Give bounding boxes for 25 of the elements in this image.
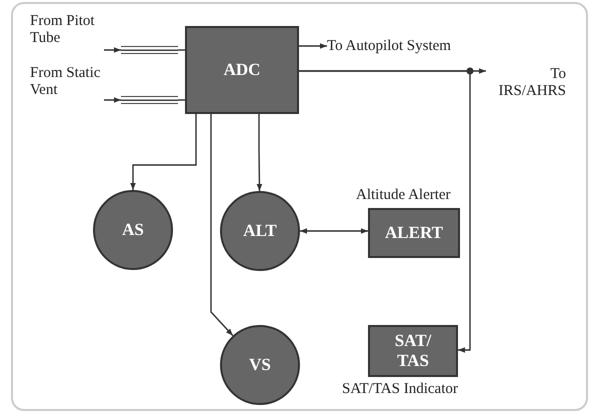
unit-box bbox=[368, 325, 458, 377]
unit-label: ALERT bbox=[385, 223, 443, 243]
arrow bbox=[104, 97, 121, 103]
caption-text: SAT/TAS Indicator bbox=[342, 381, 458, 398]
caption-text: Altitude Alerter bbox=[356, 187, 451, 204]
text-label: To IRS/AHRS bbox=[497, 66, 566, 100]
pipe-lines bbox=[121, 96, 178, 104]
arrow bbox=[299, 70, 471, 353]
unit-label: ADC bbox=[224, 60, 260, 80]
text-label: From Pitot Tube bbox=[30, 13, 96, 47]
arrow bbox=[300, 228, 368, 234]
arrow bbox=[256, 114, 262, 192]
arrow bbox=[130, 114, 197, 190]
text-label: To Autopilot System bbox=[327, 38, 452, 54]
unit-label: VS bbox=[249, 355, 271, 375]
arrow bbox=[210, 114, 234, 336]
unit-label: AS bbox=[122, 220, 144, 240]
unit-box bbox=[185, 26, 299, 114]
arrow bbox=[104, 47, 121, 53]
unit-label: ALT bbox=[243, 221, 277, 241]
pipe-lines bbox=[121, 46, 178, 54]
unit-box bbox=[368, 208, 460, 258]
text-label: From Static Vent bbox=[30, 65, 102, 99]
unit-label: SAT/ TAS bbox=[394, 331, 432, 371]
arrow bbox=[299, 43, 327, 49]
